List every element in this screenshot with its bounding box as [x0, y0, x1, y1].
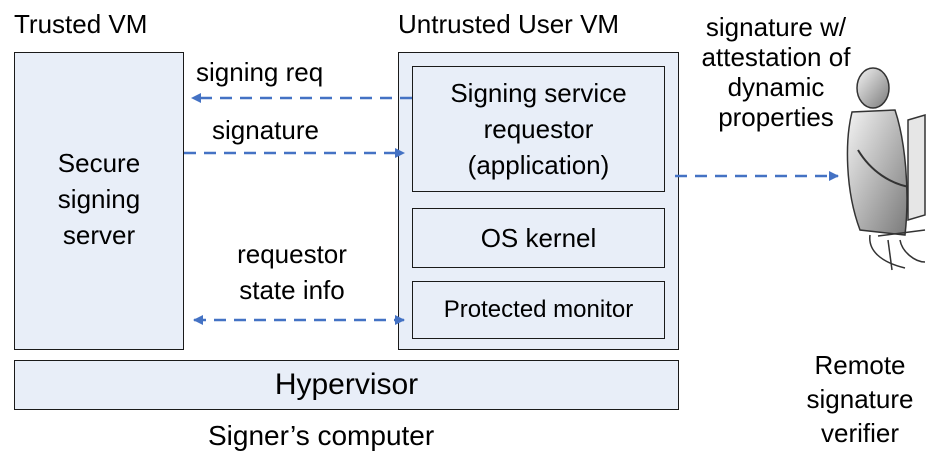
attest-line1: signature w/: [705, 12, 847, 42]
attest-line3: dynamic: [727, 72, 825, 102]
requestor-label-line1: Signing service: [450, 78, 627, 108]
requestor-state-label: requestor state info: [222, 236, 362, 308]
signers-computer-caption: Signer’s computer: [208, 420, 435, 451]
trusted-vm-title: Trusted VM: [14, 9, 148, 39]
remote-verifier-label: Remote signature verifier: [790, 348, 930, 450]
secure-server-label-line3: server: [62, 220, 136, 250]
requestor-state-line1: requestor: [237, 239, 347, 269]
secure-server-label-line2: signing: [57, 184, 141, 214]
person-at-computer-icon: [846, 67, 926, 271]
remote-verifier-line1: Remote: [814, 350, 906, 380]
attest-line2: attestation of: [701, 42, 851, 72]
attest-line4: properties: [718, 102, 834, 132]
hypervisor-box: Hypervisor: [14, 360, 679, 410]
secure-server-label-line1: Secure: [57, 148, 141, 178]
remote-verifier-line3: verifier: [820, 418, 899, 448]
os-kernel-box: OS kernel: [412, 208, 665, 268]
requestor-label-line2: requestor: [483, 114, 594, 144]
untrusted-vm-title: Untrusted User VM: [398, 9, 620, 39]
requestor-label-line3: (application): [467, 150, 610, 180]
hypervisor-label: Hypervisor: [274, 368, 419, 401]
requestor-state-line2: state info: [239, 275, 345, 305]
signature-label: signature: [212, 115, 319, 145]
remote-verifier-line2: signature: [806, 384, 914, 414]
protected-monitor-box: Protected monitor: [412, 281, 665, 339]
secure-signing-server-box: Secure signing server: [14, 52, 184, 350]
signature-attestation-label: signature w/ attestation of dynamic prop…: [690, 12, 862, 132]
os-kernel-label: OS kernel: [480, 223, 597, 253]
protected-monitor-label: Protected monitor: [443, 296, 634, 323]
signing-req-label: signing req: [196, 57, 324, 87]
signing-service-requestor-box: Signing service requestor (application): [412, 66, 665, 192]
